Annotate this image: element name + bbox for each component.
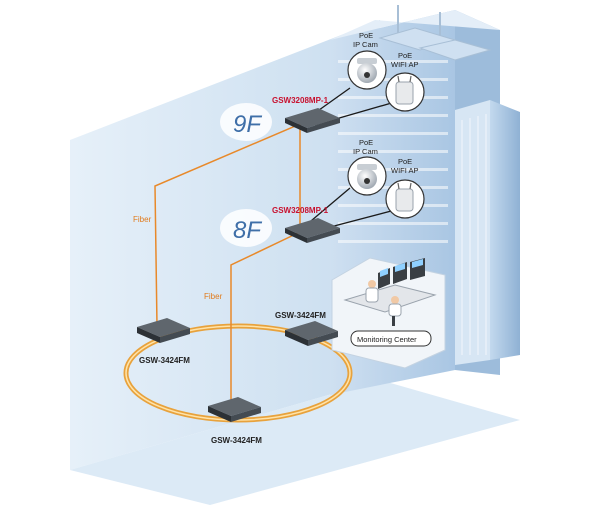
floor-8f: 8F bbox=[220, 209, 272, 247]
ip-cam-9f-label-line1: PoE bbox=[359, 31, 373, 40]
switch-8f-label: GSW3208MP-1 bbox=[272, 206, 329, 215]
wifi-ap-9f bbox=[385, 72, 425, 112]
core-switch-bottom bbox=[208, 397, 261, 422]
floor-9f: 9F bbox=[220, 103, 272, 141]
fiber-label-mid: Fiber bbox=[204, 292, 223, 301]
wifi-ap-9f-label-line2: WIFI AP bbox=[391, 60, 419, 69]
core-switch-left bbox=[137, 318, 190, 343]
core-switch-right bbox=[285, 321, 338, 346]
switch-9f bbox=[285, 108, 340, 133]
core-switch-bottom-label: GSW-3424FM bbox=[211, 436, 262, 445]
ip-cam-9f-label-line2: IP Cam bbox=[353, 40, 378, 49]
wifi-ap-8f bbox=[385, 179, 425, 219]
wifi-ap-9f-label-line1: PoE bbox=[398, 51, 412, 60]
ip-camera-9f bbox=[347, 50, 387, 90]
monitoring-center-label-box: Monitoring Center bbox=[350, 330, 432, 347]
monitoring-center-room bbox=[331, 257, 446, 369]
side-tower bbox=[455, 100, 520, 365]
ip-camera-8f bbox=[347, 156, 387, 196]
wifi-ap-8f-label-line2: WIFI AP bbox=[391, 166, 419, 175]
floor-8f-label: 8F bbox=[233, 217, 262, 244]
floor-9f-label: 9F bbox=[233, 111, 262, 138]
switch-8f bbox=[285, 218, 340, 243]
core-switch-right-label: GSW-3424FM bbox=[275, 311, 326, 320]
ip-cam-8f-label-line1: PoE bbox=[359, 138, 373, 147]
fiber-ring bbox=[123, 323, 353, 423]
monitoring-center-label: Monitoring Center bbox=[357, 335, 417, 344]
building-wall bbox=[70, 20, 520, 505]
wifi-ap-8f-label-line1: PoE bbox=[398, 157, 412, 166]
fiber-label-left: Fiber bbox=[133, 215, 152, 224]
ip-cam-8f-label-line2: IP Cam bbox=[353, 147, 378, 156]
switch-9f-label: GSW3208MP-1 bbox=[272, 96, 329, 105]
core-switch-left-label: GSW-3424FM bbox=[139, 356, 190, 365]
fiber-links bbox=[154, 123, 301, 404]
